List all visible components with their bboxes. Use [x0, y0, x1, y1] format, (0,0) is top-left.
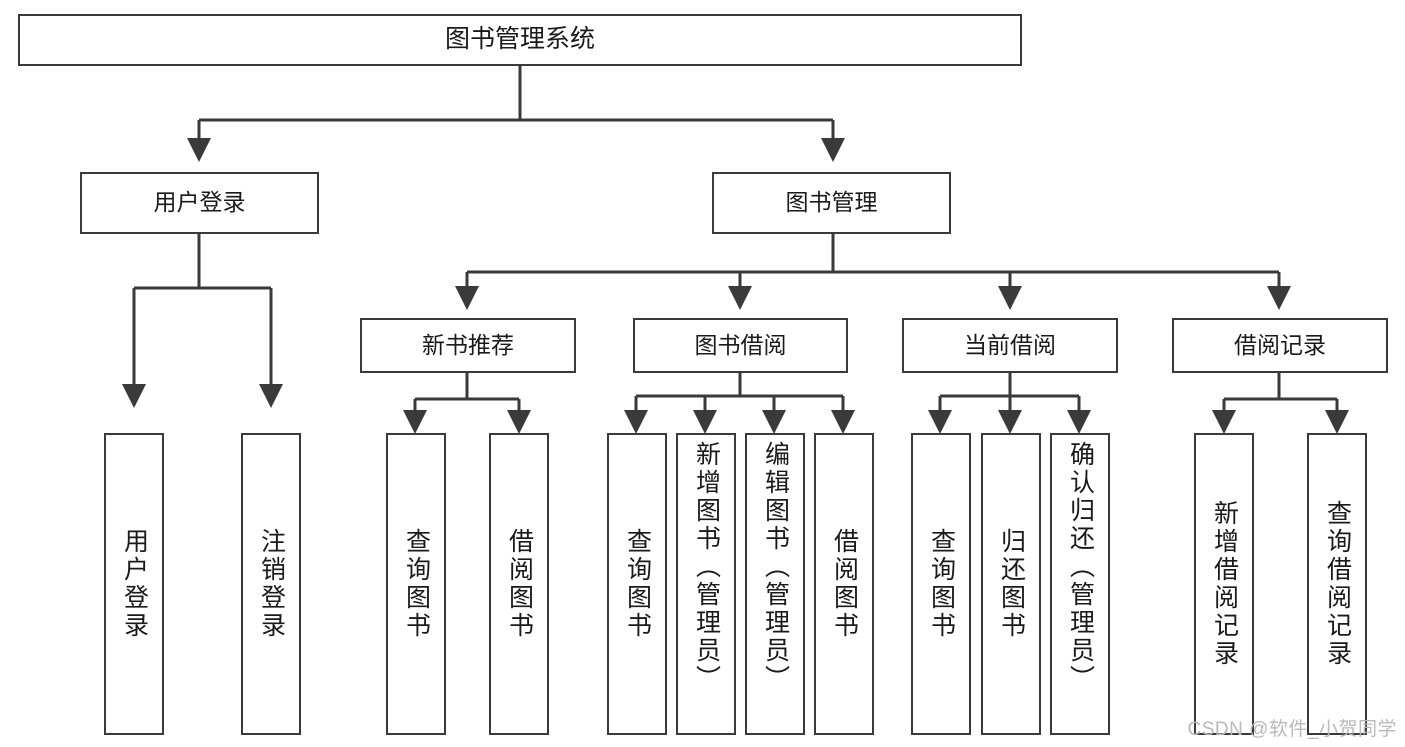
leaf-edit-book-admin[interactable]: 编辑图书（管理员）	[745, 433, 805, 735]
node-book-management[interactable]: 图书管理	[712, 172, 951, 234]
leaf-borrow-book-recommend[interactable]: 借阅图书	[489, 433, 549, 735]
leaf-query-book-recommend-label: 查询图书	[402, 528, 431, 640]
node-current-borrow-label: 当前借阅	[964, 331, 1056, 358]
node-new-book-recommend[interactable]: 新书推荐	[360, 318, 576, 373]
leaf-query-book-borrow[interactable]: 查询图书	[607, 433, 667, 735]
leaf-confirm-return-admin[interactable]: 确认归还（管理员）	[1050, 433, 1110, 735]
leaf-add-book-admin-label: 新增图书（管理员）	[692, 441, 721, 693]
leaf-query-book-borrow-label: 查询图书	[623, 528, 652, 640]
node-book-borrow-label: 图书借阅	[694, 331, 787, 358]
leaf-confirm-return-admin-label: 确认归还（管理员）	[1066, 441, 1095, 693]
watermark: CSDN @软件_小贺同学	[1187, 719, 1397, 740]
node-book-borrow[interactable]: 图书借阅	[633, 318, 848, 373]
leaf-user-login[interactable]: 用户登录	[104, 433, 164, 735]
node-user-login-label: 用户登录	[153, 189, 246, 216]
leaf-borrow-book-label: 借阅图书	[830, 528, 859, 640]
leaf-add-borrow-record-label: 新增借阅记录	[1210, 500, 1239, 668]
node-current-borrow[interactable]: 当前借阅	[902, 318, 1118, 373]
leaf-return-book[interactable]: 归还图书	[981, 433, 1041, 735]
node-user-login[interactable]: 用户登录	[80, 172, 319, 234]
leaf-add-book-admin[interactable]: 新增图书（管理员）	[676, 433, 736, 735]
leaf-return-book-label: 归还图书	[997, 528, 1026, 640]
leaf-query-borrow-record-label: 查询借阅记录	[1323, 500, 1352, 668]
leaf-query-book-current-label: 查询图书	[927, 528, 956, 640]
leaf-user-login-label: 用户登录	[120, 528, 149, 640]
leaf-edit-book-admin-label: 编辑图书（管理员）	[761, 441, 790, 693]
leaf-logout[interactable]: 注销登录	[241, 433, 301, 735]
node-borrow-record-label: 借阅记录	[1234, 331, 1326, 358]
node-new-book-recommend-label: 新书推荐	[422, 331, 514, 358]
leaf-add-borrow-record[interactable]: 新增借阅记录	[1194, 433, 1254, 735]
leaf-borrow-book-recommend-label: 借阅图书	[505, 528, 534, 640]
node-book-management-label: 图书管理	[785, 189, 878, 216]
node-root[interactable]: 图书管理系统	[18, 14, 1022, 66]
leaf-query-book-recommend[interactable]: 查询图书	[386, 433, 446, 735]
leaf-logout-label: 注销登录	[257, 528, 286, 640]
leaf-query-borrow-record[interactable]: 查询借阅记录	[1307, 433, 1367, 735]
node-root-label: 图书管理系统	[444, 25, 595, 54]
node-borrow-record[interactable]: 借阅记录	[1172, 318, 1388, 373]
leaf-borrow-book[interactable]: 借阅图书	[814, 433, 874, 735]
leaf-query-book-current[interactable]: 查询图书	[911, 433, 971, 735]
